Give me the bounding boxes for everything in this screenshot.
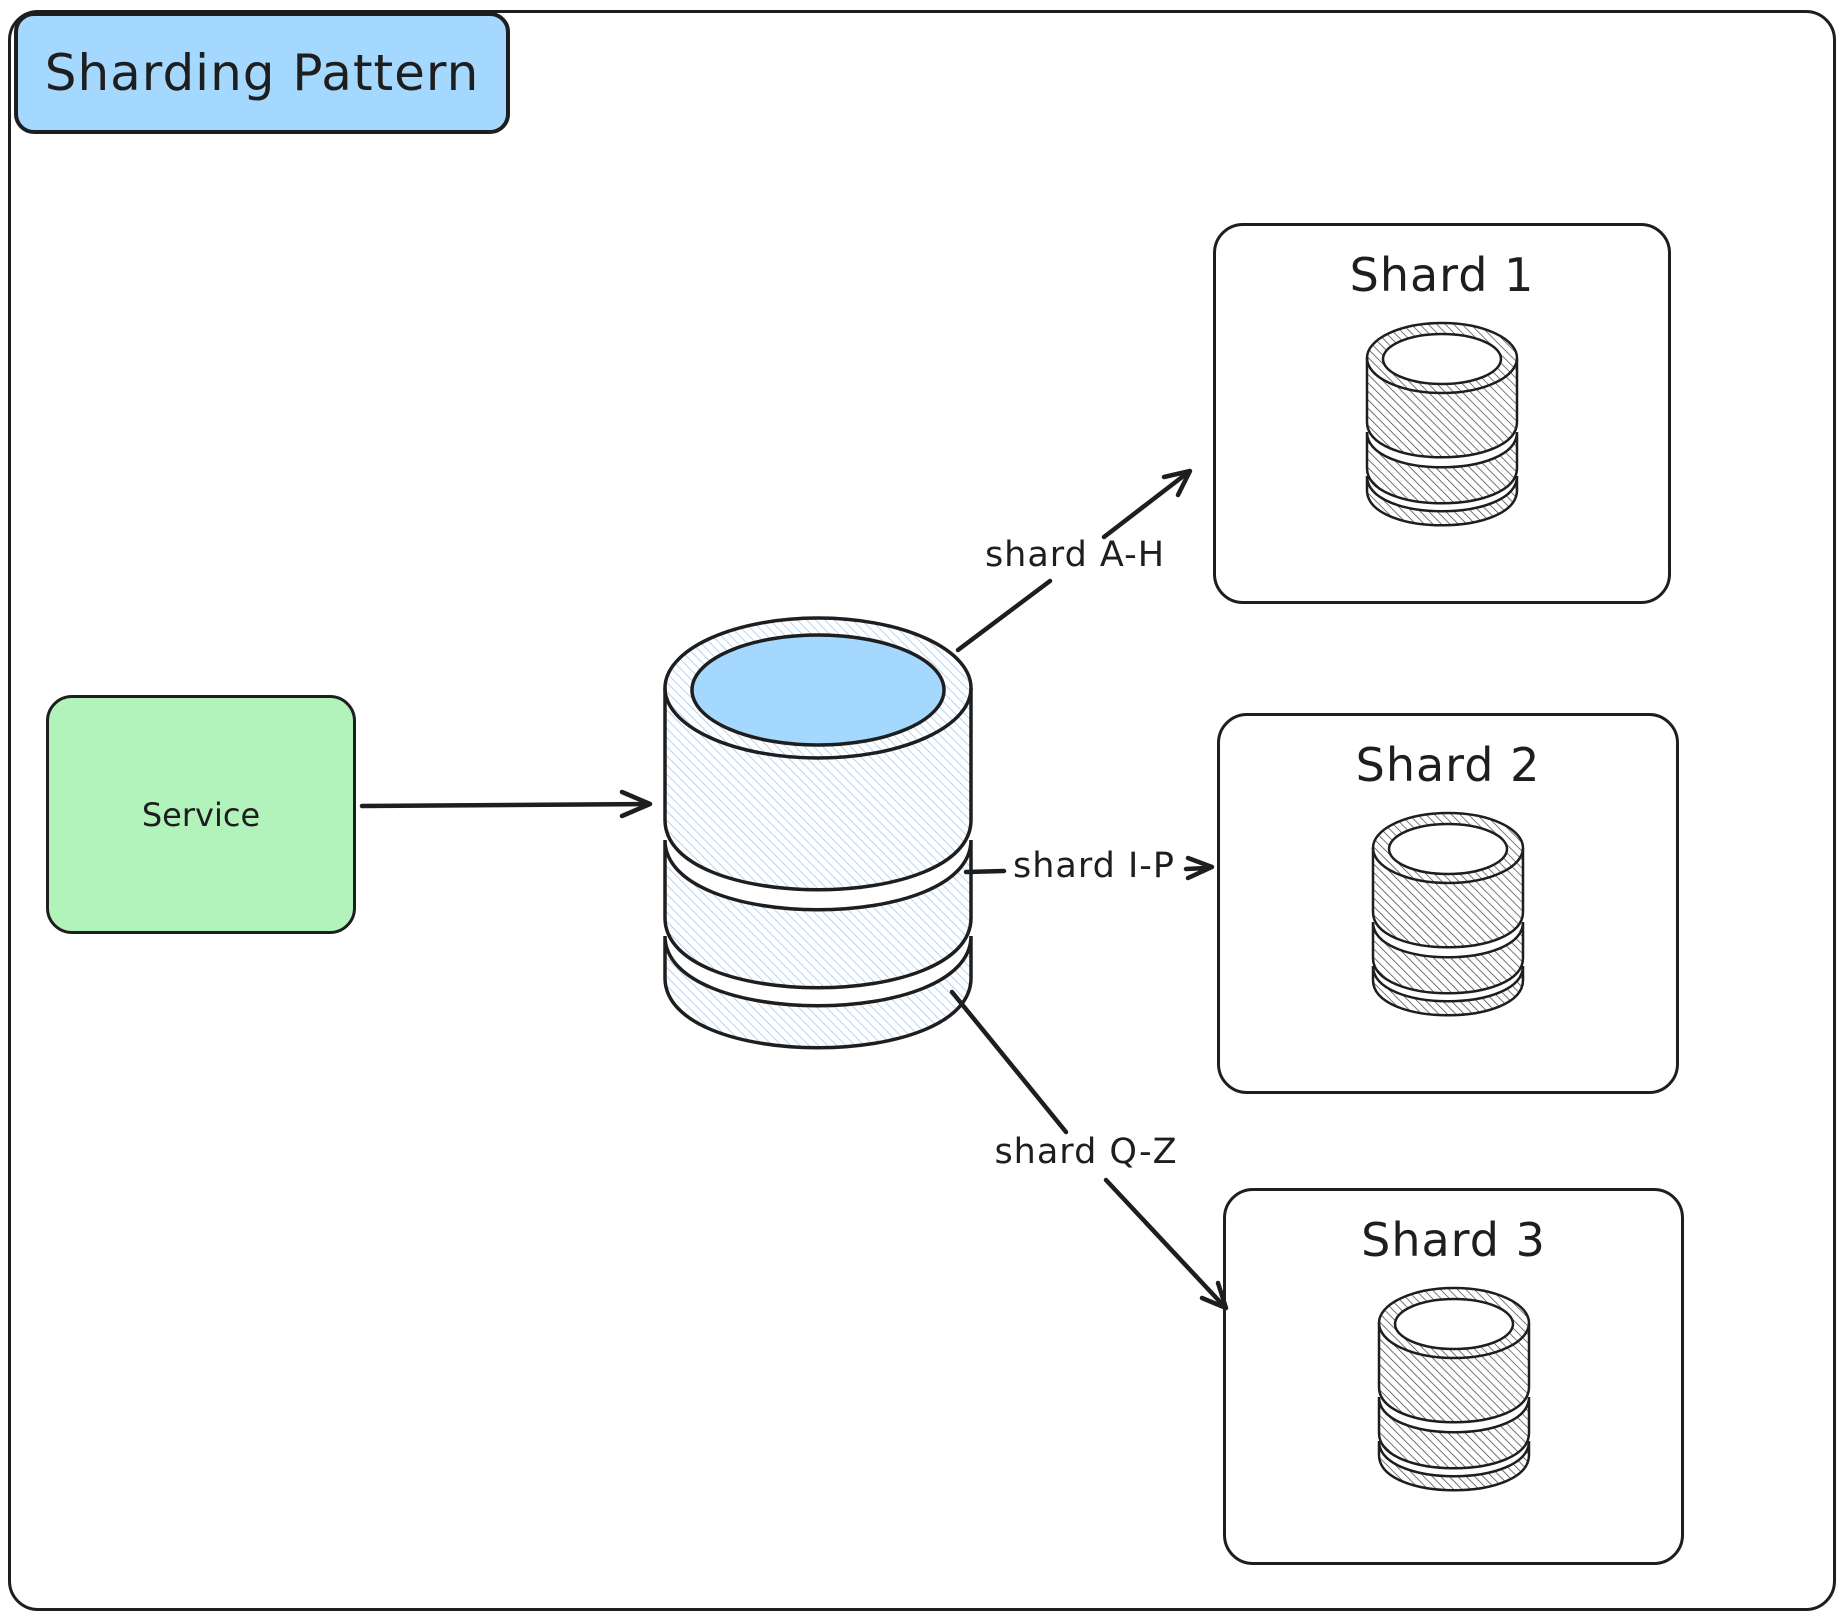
shard-3-title: Shard 3	[1361, 1213, 1546, 1267]
service-label: Service	[141, 795, 261, 834]
edge-label-shard-a-h: shard A-H	[984, 535, 1166, 575]
shard-3-node: Shard 3	[1223, 1188, 1684, 1565]
edge-label-shard-i-p: shard I-P	[1012, 846, 1176, 886]
service-node: Service	[46, 695, 356, 934]
diagram-title-box: Sharding Pattern	[14, 12, 510, 134]
diagram-title: Sharding Pattern	[44, 44, 480, 102]
shard-2-database-icon	[1368, 808, 1528, 1020]
shard-1-title: Shard 1	[1349, 248, 1535, 302]
shard-1-node: Shard 1	[1213, 223, 1671, 604]
shard-3-database-icon	[1374, 1283, 1534, 1495]
shard-2-node: Shard 2	[1217, 713, 1679, 1094]
diagram-frame	[8, 10, 1836, 1611]
shard-2-title: Shard 2	[1355, 738, 1541, 792]
router-database-icon	[658, 610, 978, 1052]
edge-label-shard-q-z: shard Q-Z	[994, 1132, 1178, 1172]
shard-1-database-icon	[1362, 318, 1522, 530]
